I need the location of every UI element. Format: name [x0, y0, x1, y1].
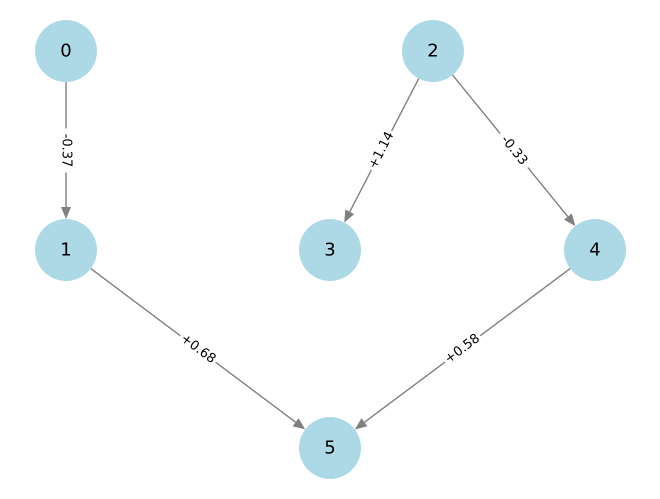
- node-circle: [35, 20, 97, 82]
- edge-weight-label: +0.58: [441, 330, 484, 368]
- edge-label-text: +0.58: [442, 331, 483, 367]
- arrowhead-icon: [344, 209, 355, 223]
- arrowhead-icon: [563, 213, 576, 226]
- node-label: 1: [60, 240, 71, 261]
- node-circle: [299, 219, 361, 281]
- node-1: 1: [35, 219, 97, 281]
- node-circle: [564, 219, 626, 281]
- edge-4-5: +0.58: [354, 267, 571, 430]
- node-label: 0: [60, 41, 71, 62]
- node-label: 3: [324, 240, 335, 261]
- edge-weight-label: -0.37: [58, 128, 74, 173]
- arrowhead-icon: [354, 418, 368, 430]
- edge-label-bg: [365, 128, 398, 173]
- edge-label-bg: [441, 330, 484, 368]
- edge-weight-label: +0.68: [176, 330, 220, 368]
- edge-label-bg: [58, 128, 74, 173]
- edge-weight-label: +1.14: [365, 128, 398, 173]
- edge-label-text: -0.37: [59, 134, 74, 168]
- edge-2-3: +1.14: [344, 78, 420, 223]
- node-0: 0: [35, 20, 97, 82]
- edge-label-bg: [176, 330, 220, 368]
- node-label: 2: [427, 41, 438, 62]
- arrowhead-icon: [292, 418, 306, 430]
- node-circle: [299, 417, 361, 479]
- node-2: 2: [402, 20, 464, 82]
- edge-0-1: -0.37: [58, 82, 74, 219]
- node-5: 5: [299, 417, 361, 479]
- edge-1-5: +0.68: [90, 268, 306, 430]
- node-4: 4: [564, 219, 626, 281]
- edge-label-bg: [495, 129, 533, 172]
- edge-2-4: -0.33: [452, 74, 576, 226]
- arrowhead-icon: [61, 207, 71, 219]
- node-circle: [402, 20, 464, 82]
- node-3: 3: [299, 219, 361, 281]
- edge-label-text: +0.68: [178, 331, 219, 367]
- node-label: 5: [324, 438, 335, 459]
- edge-label-text: +1.14: [366, 129, 398, 171]
- node-label: 4: [589, 240, 600, 261]
- edge-weight-label: -0.33: [495, 129, 533, 172]
- node-circle: [35, 219, 97, 281]
